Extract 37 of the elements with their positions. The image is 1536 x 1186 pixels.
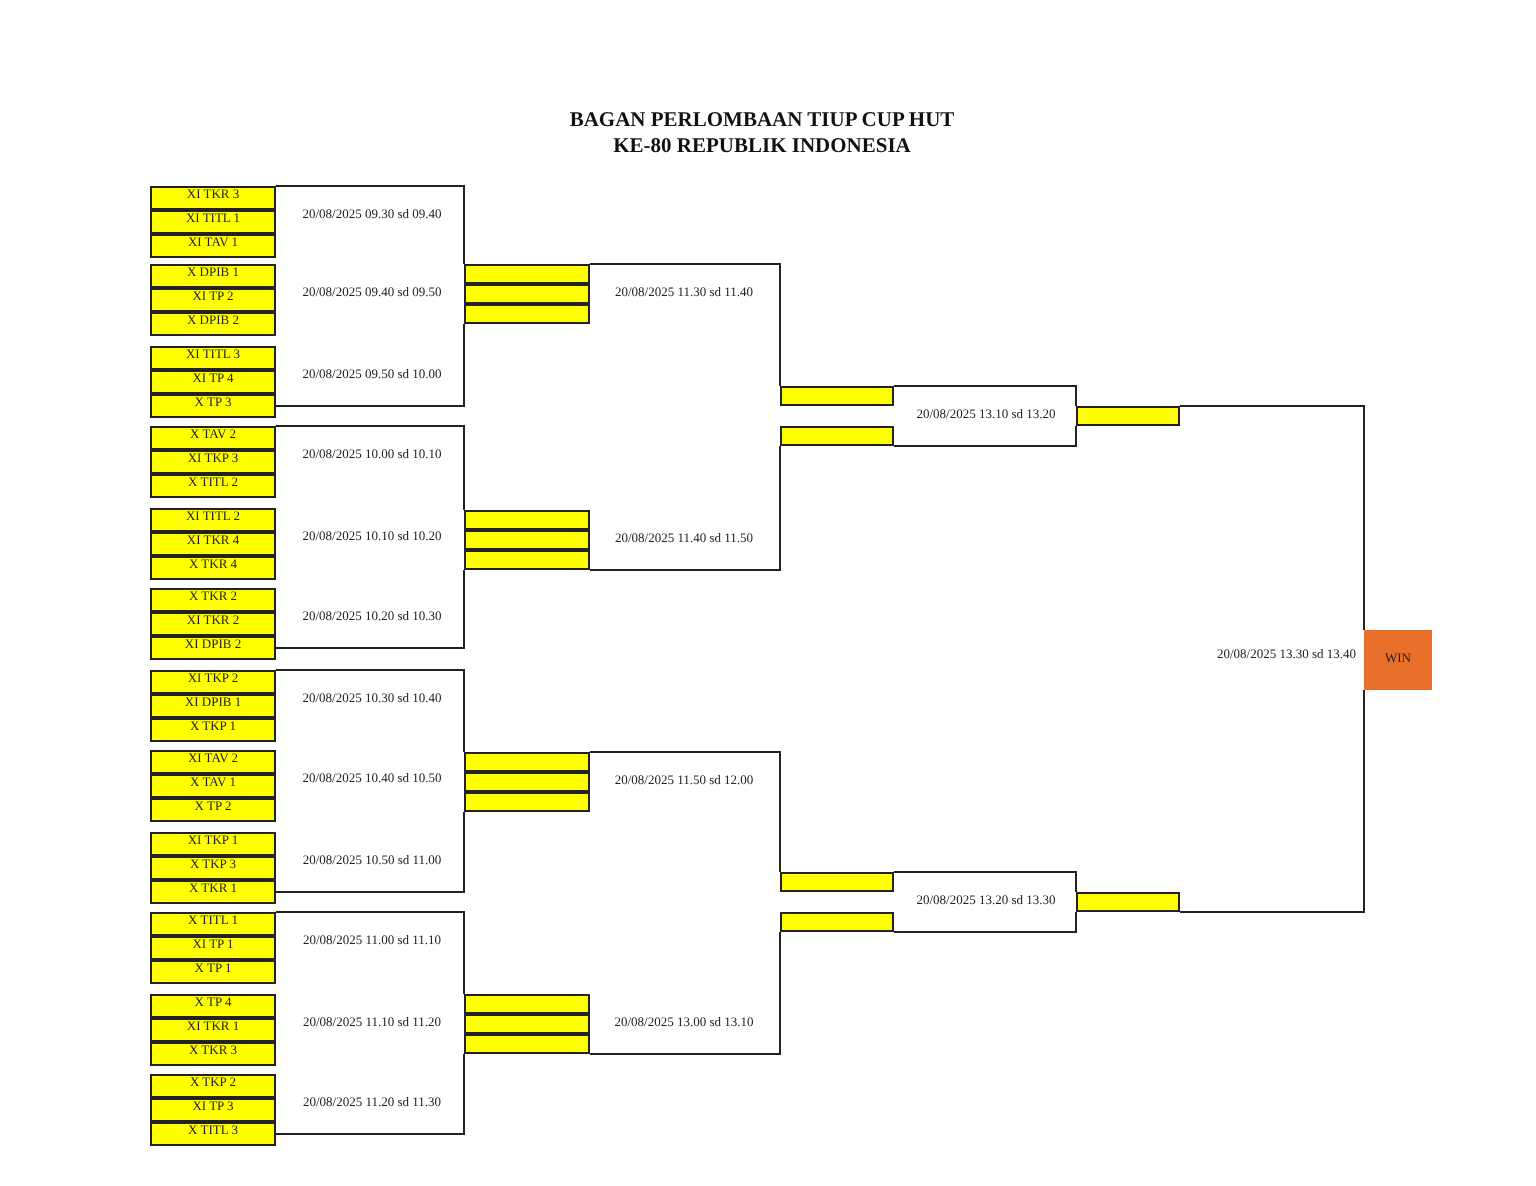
- empty-slot: [464, 772, 590, 792]
- bracket-line: [893, 911, 1077, 933]
- empty-slot: [464, 1014, 590, 1034]
- empty-slot: [464, 792, 590, 812]
- bracket-line: [1179, 689, 1365, 913]
- bracket-line: [275, 811, 465, 893]
- bracket-line: [589, 751, 781, 873]
- bracket-line: [275, 425, 465, 511]
- empty-slot: [464, 264, 590, 284]
- empty-slot: [464, 994, 590, 1014]
- bracket-line: [893, 871, 1077, 893]
- empty-slot: [464, 550, 590, 570]
- empty-slot: [780, 872, 894, 892]
- bracket-line: [893, 425, 1077, 447]
- title: BAGAN PERLOMBAAN TIUP CUP HUT KE-80 REPUBLIK INDONESIA: [567, 108, 957, 160]
- empty-slot: [464, 1034, 590, 1054]
- bracket-line: [589, 931, 781, 1055]
- empty-slot: [464, 752, 590, 772]
- bracket-line: [275, 669, 465, 753]
- empty-slot: [464, 530, 590, 550]
- empty-slot: [464, 284, 590, 304]
- empty-slot: [1076, 892, 1180, 912]
- bracket-line: [589, 263, 781, 387]
- bracket-line: [1179, 405, 1365, 631]
- empty-slot: [780, 386, 894, 406]
- bracket-line: [275, 1053, 465, 1135]
- bracket-line: [275, 185, 465, 265]
- empty-slot: [780, 426, 894, 446]
- bracket-line: [275, 569, 465, 649]
- empty-slot: [464, 304, 590, 324]
- bracket-line: [275, 911, 465, 995]
- empty-slot: [780, 912, 894, 932]
- bracket-line: [275, 323, 465, 407]
- bracket-line: [893, 385, 1077, 407]
- empty-slot: [464, 510, 590, 530]
- empty-slot: [1076, 406, 1180, 426]
- bracket-line: [589, 445, 781, 571]
